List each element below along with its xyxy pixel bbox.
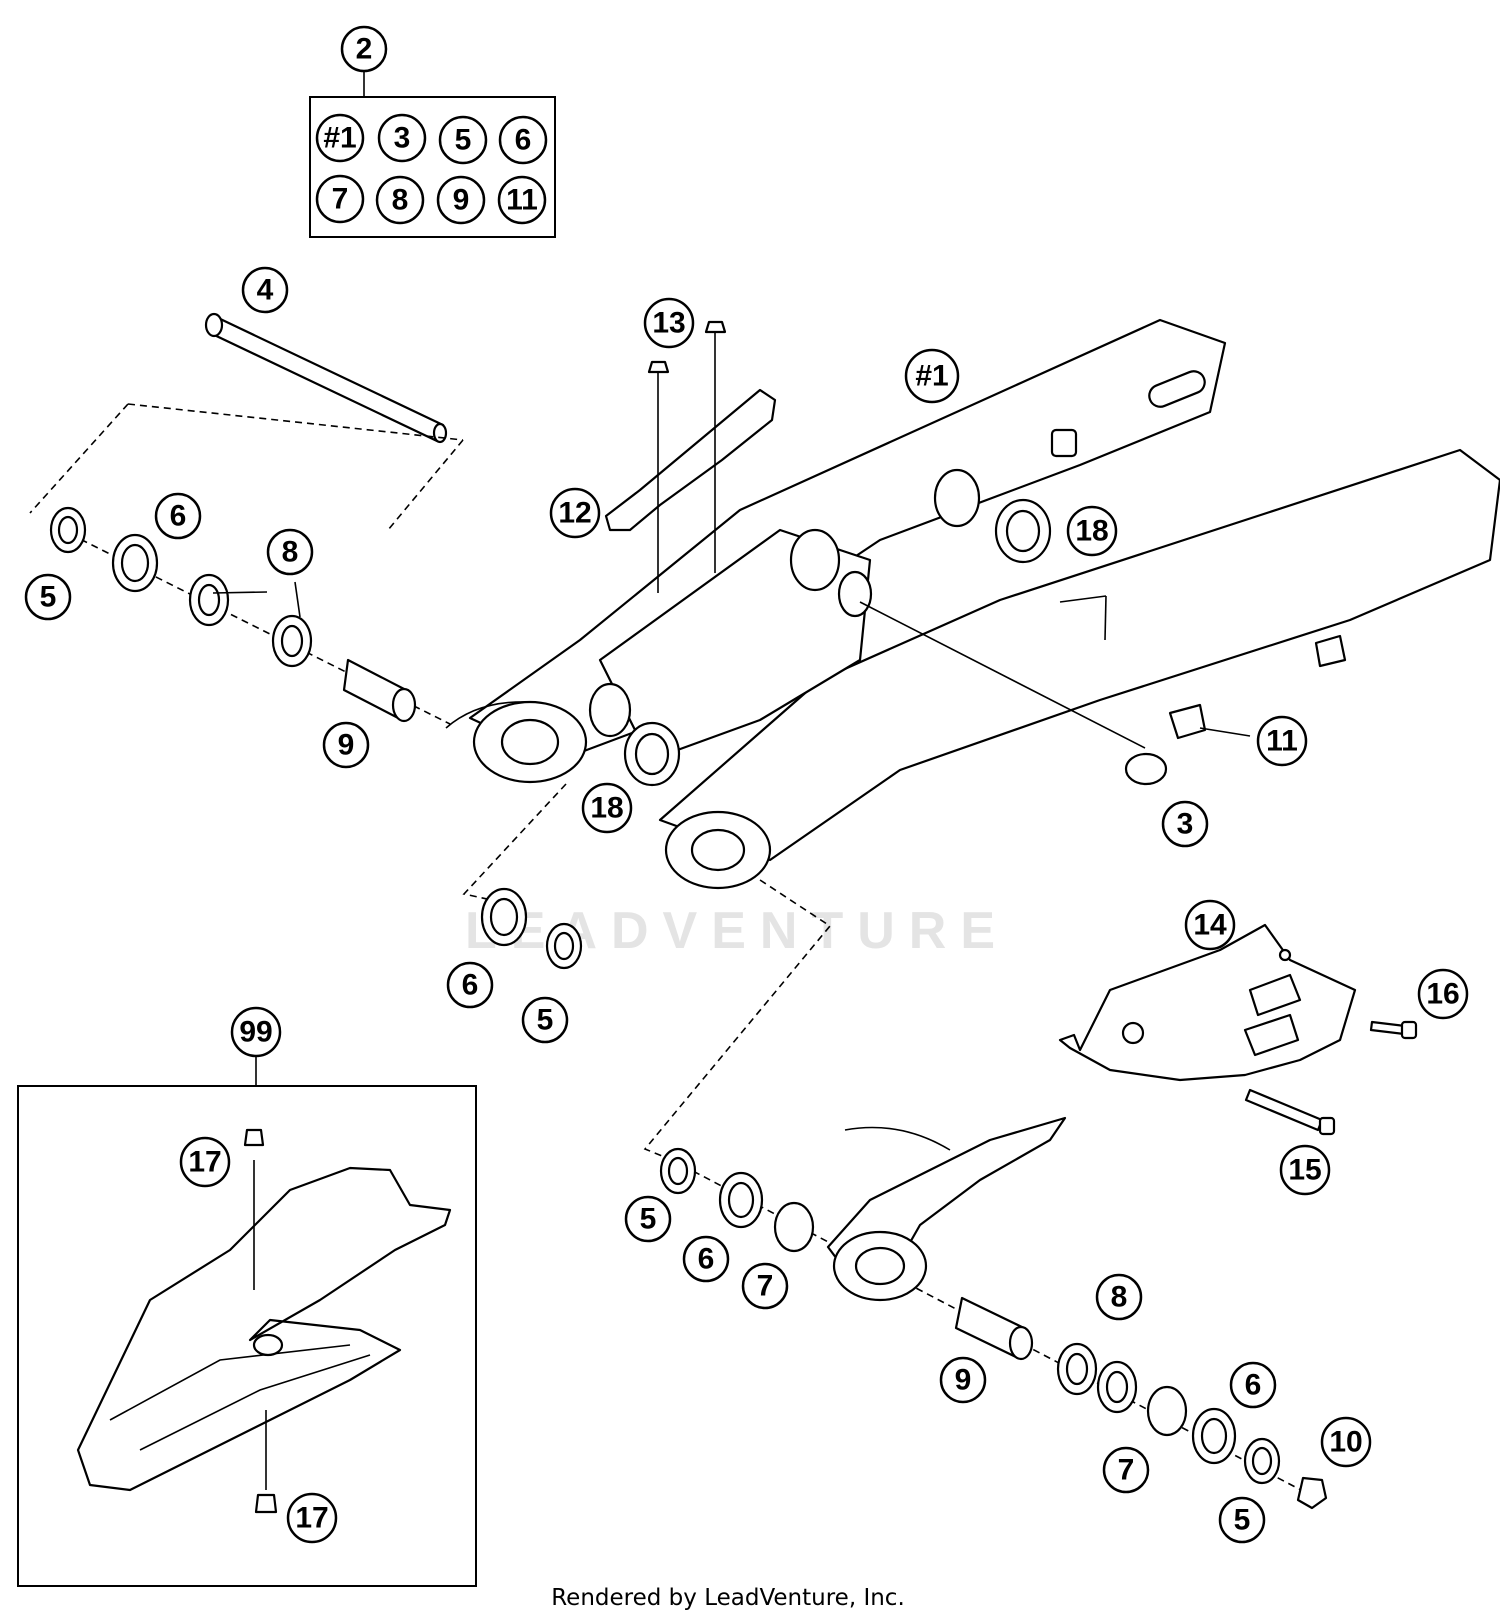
- svg-text:9: 9: [453, 184, 470, 217]
- center-bearing-stack: [462, 783, 583, 970]
- callout-8a: 8: [266, 528, 314, 576]
- callout-10: 10: [1320, 1416, 1372, 1468]
- svg-text:7: 7: [1118, 1454, 1135, 1487]
- svg-text:6: 6: [1245, 1369, 1262, 1402]
- svg-text:6: 6: [515, 124, 532, 157]
- kit-item: 6: [498, 115, 548, 165]
- svg-text:18: 18: [1075, 515, 1108, 548]
- leader-lines: [212, 581, 1107, 641]
- svg-text:5: 5: [537, 1004, 554, 1037]
- chain-slider-bracket: [604, 320, 777, 593]
- svg-text:7: 7: [757, 1270, 774, 1303]
- assembly-box: [17, 1052, 477, 1587]
- right-bearing-stack: [643, 879, 1328, 1510]
- callout-6a: 6: [154, 492, 202, 540]
- svg-text:12: 12: [558, 497, 591, 530]
- callout-2: 2: [340, 25, 388, 73]
- svg-text:6: 6: [462, 969, 479, 1002]
- parts-3-11: [1124, 727, 1251, 786]
- callout-17b: 17: [286, 1492, 338, 1544]
- svg-text:17: 17: [188, 1146, 221, 1179]
- callout-12: 12: [549, 487, 601, 539]
- callout-8b: 8: [1095, 1273, 1143, 1321]
- callouts: 2 4 13 #1 12 18 6 8 5 9 18 11 3 14 16 6 5 99 17 17 15 5 6 7 8 9 6 1…: [24, 25, 1469, 1544]
- callout-6b: 6: [446, 961, 494, 1009]
- svg-text:#1: #1: [915, 360, 948, 393]
- svg-text:5: 5: [40, 581, 57, 614]
- kit-item: 7: [315, 174, 365, 224]
- svg-text:2: 2: [356, 33, 373, 66]
- svg-text:11: 11: [506, 184, 538, 217]
- callout-5c: 5: [624, 1195, 672, 1243]
- callout-9a: 9: [322, 721, 370, 769]
- svg-text:5: 5: [640, 1203, 657, 1236]
- svg-text:11: 11: [1266, 725, 1298, 758]
- callout-6d: 6: [1229, 1361, 1277, 1409]
- kit-box: #1 3 5 6 7 8 9 11: [309, 72, 556, 238]
- callout-13: 13: [643, 297, 695, 349]
- svg-text:8: 8: [1111, 1281, 1128, 1314]
- callout-6c: 6: [682, 1235, 730, 1283]
- kit-item: 5: [438, 115, 488, 165]
- callout-7a: 7: [741, 1262, 789, 1310]
- kit-item: 8: [375, 175, 425, 225]
- callout-15: 15: [1279, 1144, 1331, 1196]
- footer-credit: Rendered by LeadVenture, Inc.: [551, 1585, 905, 1611]
- svg-text:5: 5: [1234, 1504, 1251, 1537]
- chain-guide: [1058, 923, 1418, 1136]
- callout-5a: 5: [24, 573, 72, 621]
- callout-5d: 5: [1218, 1496, 1266, 1544]
- pivot-shaft: [29, 312, 464, 531]
- callout-16: 16: [1417, 968, 1469, 1020]
- svg-text:8: 8: [282, 536, 299, 569]
- svg-text:13: 13: [652, 307, 685, 340]
- sleeves-18: [623, 498, 1052, 787]
- svg-text:99: 99: [239, 1016, 272, 1049]
- kit-item: 3: [377, 113, 427, 163]
- svg-text:4: 4: [257, 274, 274, 307]
- callout-4: 4: [241, 266, 289, 314]
- callout-9b: 9: [939, 1356, 987, 1404]
- svg-text:5: 5: [455, 124, 472, 157]
- svg-text:6: 6: [170, 500, 187, 533]
- callout-11: 11: [1256, 715, 1308, 767]
- svg-text:10: 10: [1329, 1426, 1362, 1459]
- svg-text:17: 17: [295, 1502, 328, 1535]
- callout-99: 99: [230, 1006, 282, 1058]
- svg-text:16: 16: [1426, 978, 1459, 1011]
- callout-18a: 18: [1066, 505, 1118, 557]
- svg-text:8: 8: [392, 184, 409, 217]
- callout-7b: 7: [1102, 1446, 1150, 1494]
- left-bearing-stack: [49, 506, 451, 725]
- svg-text:18: 18: [590, 792, 623, 825]
- svg-text:6: 6: [698, 1243, 715, 1276]
- svg-text:3: 3: [394, 122, 411, 155]
- svg-text:14: 14: [1193, 909, 1227, 942]
- callout-18b: 18: [581, 782, 633, 834]
- callout-17a: 17: [179, 1136, 231, 1188]
- svg-text:15: 15: [1288, 1154, 1321, 1187]
- callout-3: 3: [1161, 800, 1209, 848]
- callout-h1: #1: [904, 348, 960, 404]
- svg-text:9: 9: [338, 729, 355, 762]
- svg-text:7: 7: [332, 183, 349, 216]
- svg-text:#1: #1: [323, 122, 356, 155]
- kit-contents: #1 3 5 6 7 8 9 11: [315, 113, 548, 225]
- callout-5b: 5: [521, 996, 569, 1044]
- kit-item: 11: [497, 175, 547, 225]
- kit-item: #1: [315, 113, 365, 163]
- kit-item: 9: [436, 175, 486, 225]
- svg-text:3: 3: [1177, 808, 1194, 841]
- svg-text:9: 9: [955, 1364, 972, 1397]
- callout-14: 14: [1184, 899, 1236, 951]
